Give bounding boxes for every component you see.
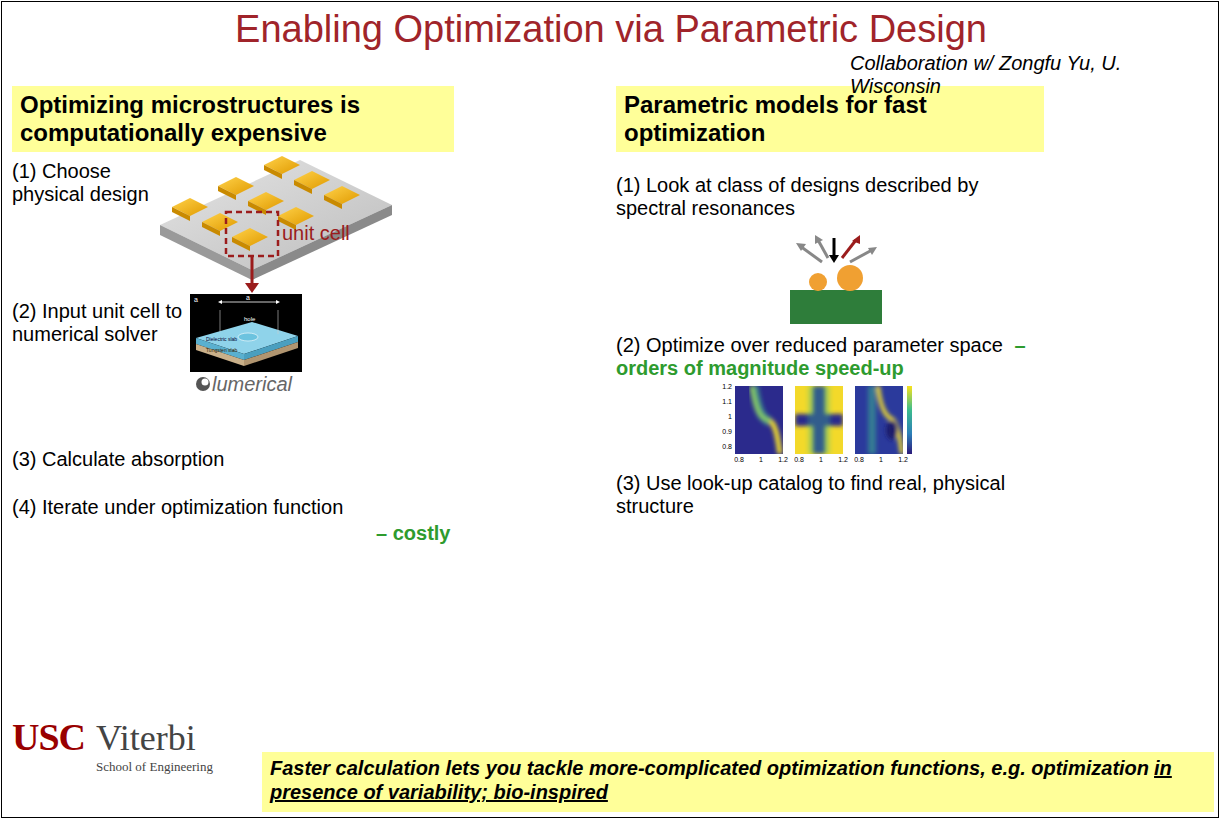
axis-tick-text: 0.8 bbox=[722, 443, 732, 450]
axis-tick: 0.8 bbox=[731, 456, 747, 464]
metasurface-plate bbox=[160, 156, 392, 293]
heading-band: Parametric models for fast optimization bbox=[616, 86, 1044, 152]
gold-square-side bbox=[264, 165, 282, 179]
step-text-text: (1) Look at class of designs described b… bbox=[616, 174, 978, 219]
axis-tick: 1.2 bbox=[712, 383, 732, 391]
part-label: Tungsten slab bbox=[206, 348, 256, 354]
logo-text: Viterbi bbox=[96, 718, 236, 759]
axis-tick: 0.8 bbox=[712, 443, 732, 451]
axis-tick: 1 bbox=[873, 456, 889, 464]
axis-tick-text: 1 bbox=[819, 456, 823, 463]
axis-tick: 1 bbox=[753, 456, 769, 464]
step-text: (3) Calculate absorption bbox=[12, 448, 452, 471]
axis-tick: 0.8 bbox=[791, 456, 807, 464]
gold-square-side bbox=[232, 237, 250, 251]
solver-logo-text: lumerical bbox=[212, 373, 332, 396]
step-text-text: (4) Iterate under optimization function bbox=[12, 496, 343, 518]
axis-tick-text: 1 bbox=[879, 456, 883, 463]
step-text: (1) Look at class of designs described b… bbox=[616, 174, 1016, 220]
step-text: (2) Optimize over reduced parameter spac… bbox=[616, 334, 1036, 380]
resonator-illustration bbox=[790, 235, 882, 324]
gold-square-side bbox=[172, 207, 190, 221]
axis-tick: 1.2 bbox=[895, 456, 911, 464]
lumerical-logo-mark bbox=[196, 377, 210, 391]
logo-subtext-text: School of Engineering bbox=[96, 759, 213, 774]
band-text: Optimizing microstructures is computatio… bbox=[20, 91, 360, 146]
step-text: (4) Iterate under optimization function bbox=[12, 496, 452, 519]
step-text: (3) Use look-up catalog to find real, ph… bbox=[616, 472, 1036, 518]
gold-square-side bbox=[294, 180, 312, 194]
axis-tick-text: 1 bbox=[759, 456, 763, 463]
slide-title: Enabling Optimization via Parametric Des… bbox=[0, 8, 1222, 52]
band-text: Faster calculation lets you tackle more-… bbox=[270, 757, 1149, 779]
step-text: (1) Choose physical design bbox=[12, 160, 152, 206]
axis-tick-text: 1.2 bbox=[722, 383, 732, 390]
part-label-text: hole bbox=[244, 316, 255, 322]
logo-text: USC bbox=[12, 716, 92, 760]
dimension-label-text: a bbox=[246, 294, 250, 301]
credit-note: Collaboration w/ Zongfu Yu, U. Wisconsin bbox=[850, 52, 1216, 98]
unit-cell-label-text: unit cell bbox=[282, 222, 350, 244]
dimension-label-text: a bbox=[194, 296, 198, 303]
part-label: hole bbox=[244, 316, 264, 323]
step-text-text: (2) Input unit cell to numerical solver bbox=[12, 300, 182, 345]
dimension-label: a bbox=[246, 294, 256, 302]
heading-band: Optimizing microstructures is computatio… bbox=[12, 86, 454, 152]
axis-tick-text: 1.1 bbox=[722, 398, 732, 405]
logo-text-text: Viterbi bbox=[96, 718, 196, 758]
solver-cell-image bbox=[190, 294, 302, 372]
axis-tick-text: 0.8 bbox=[794, 456, 804, 463]
heatmaps bbox=[735, 386, 912, 454]
logo-subtext: School of Engineering bbox=[96, 760, 256, 775]
band-text: Parametric models for fast optimization bbox=[624, 91, 927, 146]
dimension-label: a bbox=[194, 296, 204, 304]
step-text-text: (3) Calculate absorption bbox=[12, 448, 224, 470]
step-text-text: (2) Optimize over reduced parameter spac… bbox=[616, 334, 1003, 356]
unit-cell-label: unit cell bbox=[282, 222, 372, 245]
axis-tick-text: 0.8 bbox=[734, 456, 744, 463]
part-label-text: Tungsten slab bbox=[206, 347, 237, 353]
gold-square-side bbox=[324, 195, 342, 209]
axis-tick-text: 1.2 bbox=[838, 456, 848, 463]
axis-tick: 1 bbox=[712, 413, 732, 421]
logo-text-text: USC bbox=[12, 716, 85, 758]
step-text: (2) Input unit cell to numerical solver bbox=[12, 300, 188, 346]
summary-band: Faster calculation lets you tackle more-… bbox=[262, 752, 1214, 812]
axis-tick-text: 1 bbox=[728, 413, 732, 420]
step-text-text: (1) Choose physical design bbox=[12, 160, 149, 205]
axis-tick: 1 bbox=[813, 456, 829, 464]
solver-logo-text-text: lumerical bbox=[212, 373, 292, 395]
axis-tick: 0.8 bbox=[851, 456, 867, 464]
axis-tick: 1.2 bbox=[835, 456, 851, 464]
credit-note-text: Collaboration w/ Zongfu Yu, U. Wisconsin bbox=[850, 52, 1121, 97]
axis-tick: 1.1 bbox=[712, 398, 732, 406]
axis-tick-text: 0.8 bbox=[854, 456, 864, 463]
axis-tick: 1.2 bbox=[775, 456, 791, 464]
cost-note-text: – costly bbox=[376, 522, 450, 544]
cost-note: – costly bbox=[376, 522, 466, 545]
step-text-text: (3) Use look-up catalog to find real, ph… bbox=[616, 472, 1005, 517]
axis-tick-text: 0.9 bbox=[722, 428, 732, 435]
axis-tick-text: 1.2 bbox=[898, 456, 908, 463]
gold-square-side bbox=[202, 222, 220, 236]
part-label: Dielectric slab bbox=[206, 337, 256, 343]
axis-tick-text: 1.2 bbox=[778, 456, 788, 463]
part-label-text: Dielectric slab bbox=[206, 336, 237, 342]
gold-square-side bbox=[218, 186, 236, 200]
axis-tick: 0.9 bbox=[712, 428, 732, 436]
